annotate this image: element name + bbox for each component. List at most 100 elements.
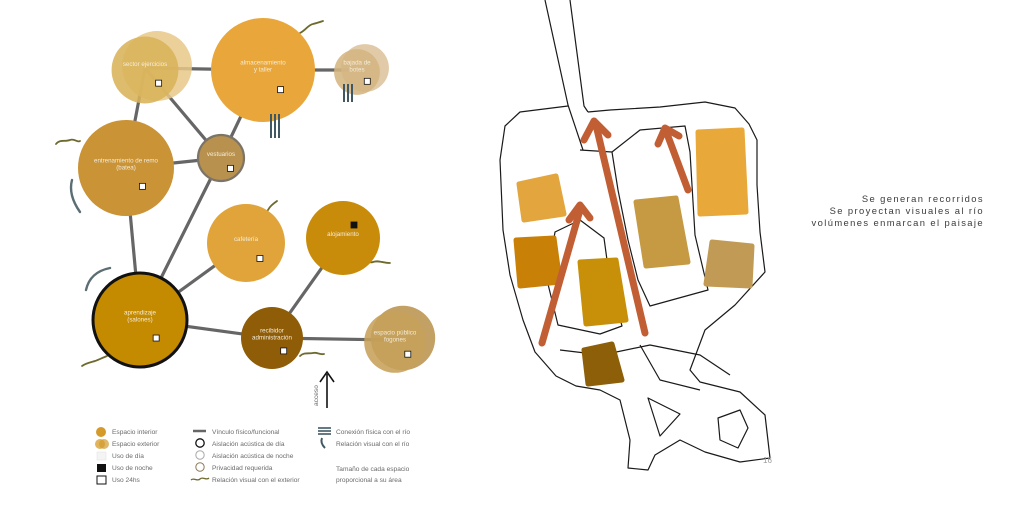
legend-river-visual-swatch (320, 437, 326, 449)
river-connection-botes (343, 84, 353, 102)
plan-road-left (544, 0, 584, 151)
use-marker-vestuarios (227, 164, 234, 172)
node-entrenamiento-remo: entrenamiento de remo(batea) (78, 120, 174, 216)
wave-almacenamiento (299, 20, 324, 34)
node-label-alojamiento-0: alojamiento (327, 231, 359, 238)
use-marker-sector-ejercicios (155, 79, 163, 87)
use-marker-alojamiento (350, 221, 358, 229)
legend-night-acoustic-swatch (195, 450, 205, 460)
right-text-line-2: Se proyectan visuales al río (830, 205, 984, 216)
right-text-line-3: volúmenes enmarcan el paisaje (812, 217, 984, 228)
node-vestuarios: vestuarios (196, 133, 246, 183)
arc-entrenamiento (69, 178, 82, 214)
plan-pentagon (717, 409, 749, 449)
legend-col2-4: Relación visual con el exterior (212, 477, 300, 484)
right-text-line-1: Se generan recorridos (862, 193, 984, 204)
legend-note-0: Tamaño de cada espacio (336, 466, 410, 473)
node-alojamiento: alojamiento (306, 201, 380, 275)
use-marker-cafeteria (256, 255, 264, 262)
legend-night-swatch (97, 464, 106, 472)
node-label-recibidor-0: recibidor (260, 327, 284, 334)
river-connection-marks (270, 84, 353, 138)
plan-block-2 (513, 235, 563, 289)
legend-col2-1: Aislación acústica de día (212, 441, 285, 448)
use-marker-almacenamiento (277, 86, 284, 94)
arc-aprendizaje (84, 266, 112, 292)
legend-col1-1: Espacio exterior (112, 441, 160, 448)
legend-col3-0: Conexión física con el río (336, 429, 410, 436)
legend-interior-swatch (96, 427, 106, 437)
legend-privacy-swatch (195, 462, 205, 472)
node-label-bajada-botes-1: botes (349, 67, 364, 74)
plan-block-4 (633, 195, 691, 269)
plan-block-1 (516, 173, 567, 223)
legend-col2-2: Aislación acústica de noche (212, 453, 294, 460)
node-label-espacio-publico-1: fogones (384, 337, 406, 344)
use-marker-espacio-publico (404, 350, 412, 358)
legend-day-swatch (96, 451, 107, 461)
plan-block-5 (695, 127, 749, 217)
legend-col1-4: Uso 24hs (112, 477, 141, 484)
access-label: acceso (313, 385, 320, 406)
exterior-visual-relations (55, 20, 391, 367)
arrow-left (538, 201, 594, 347)
wave-recibidor (299, 351, 325, 357)
node-label-recibidor-1: administración (252, 335, 292, 342)
node-label-cafeteria-0: cafetería (234, 236, 259, 243)
plan-lower-path-2 (639, 344, 701, 391)
legend-col2-3: Privacidad requerida (212, 465, 273, 472)
plan-block-6 (703, 239, 755, 289)
use-marker-aprendizaje (152, 334, 160, 342)
node-label-aprendizaje-1: (salones) (127, 317, 152, 324)
arrow-main (580, 117, 649, 337)
legend-col1-2: Uso de día (112, 453, 144, 460)
legend-exterior-visual-swatch (190, 477, 210, 481)
node-label-vestuarios-0: vestuarios (207, 151, 235, 158)
node-cafeteria: cafetería (207, 204, 285, 282)
use-marker-entrenamiento-remo (139, 182, 146, 190)
wave-entrenamiento (55, 138, 81, 145)
plan-outer-contour (499, 101, 771, 471)
node-label-almacenamiento-1: y taller (254, 67, 272, 74)
plan-block-3 (577, 257, 629, 327)
page-number: 16 (763, 456, 772, 465)
node-label-sector-ejercicios-0: sector ejercicios (123, 61, 167, 68)
legend: Espacio interior Espacio exterior Uso de… (95, 427, 410, 485)
wave-aprendizaje (81, 355, 108, 367)
legend-col3-1: Relación visual con el río (336, 441, 410, 448)
node-label-espacio-publico-0: espacio público (374, 329, 417, 336)
access-arrow: acceso (313, 370, 335, 408)
plan-arrows (538, 117, 692, 347)
plan-blocks (513, 127, 755, 387)
plan-road-right (569, 0, 589, 113)
acoustic-arcs (69, 178, 112, 292)
plan-cross-path (579, 149, 613, 153)
legend-day-acoustic-swatch (195, 438, 205, 448)
legend-river-connection-swatch (318, 427, 331, 435)
legend-col1-3: Uso de noche (112, 465, 153, 472)
legend-24h-swatch (96, 475, 107, 485)
legend-exterior-swatch (95, 439, 109, 449)
plan-block-7 (581, 341, 625, 387)
plan-triangle (647, 397, 681, 437)
legend-note-1: proporcional a su área (336, 477, 402, 484)
node-label-entrenamiento-remo-1: (batea) (116, 165, 136, 172)
node-label-aprendizaje-0: aprendizaje (124, 309, 157, 316)
node-sector-ejercicios: sector ejercicios (111, 31, 192, 104)
use-marker-recibidor (280, 347, 288, 355)
legend-col2-0: Vínculo físico/funcional (212, 429, 280, 436)
arrow-right (654, 124, 692, 194)
node-label-bajada-botes-0: bajada de (343, 59, 371, 66)
node-label-entrenamiento-remo-0: entrenamiento de remo (94, 157, 159, 164)
site-plan (499, 0, 771, 471)
node-label-almacenamiento-0: almacenamiento (240, 59, 286, 66)
use-marker-bajada-botes (363, 77, 371, 85)
node-aprendizaje: aprendizaje(salones) (91, 271, 189, 369)
